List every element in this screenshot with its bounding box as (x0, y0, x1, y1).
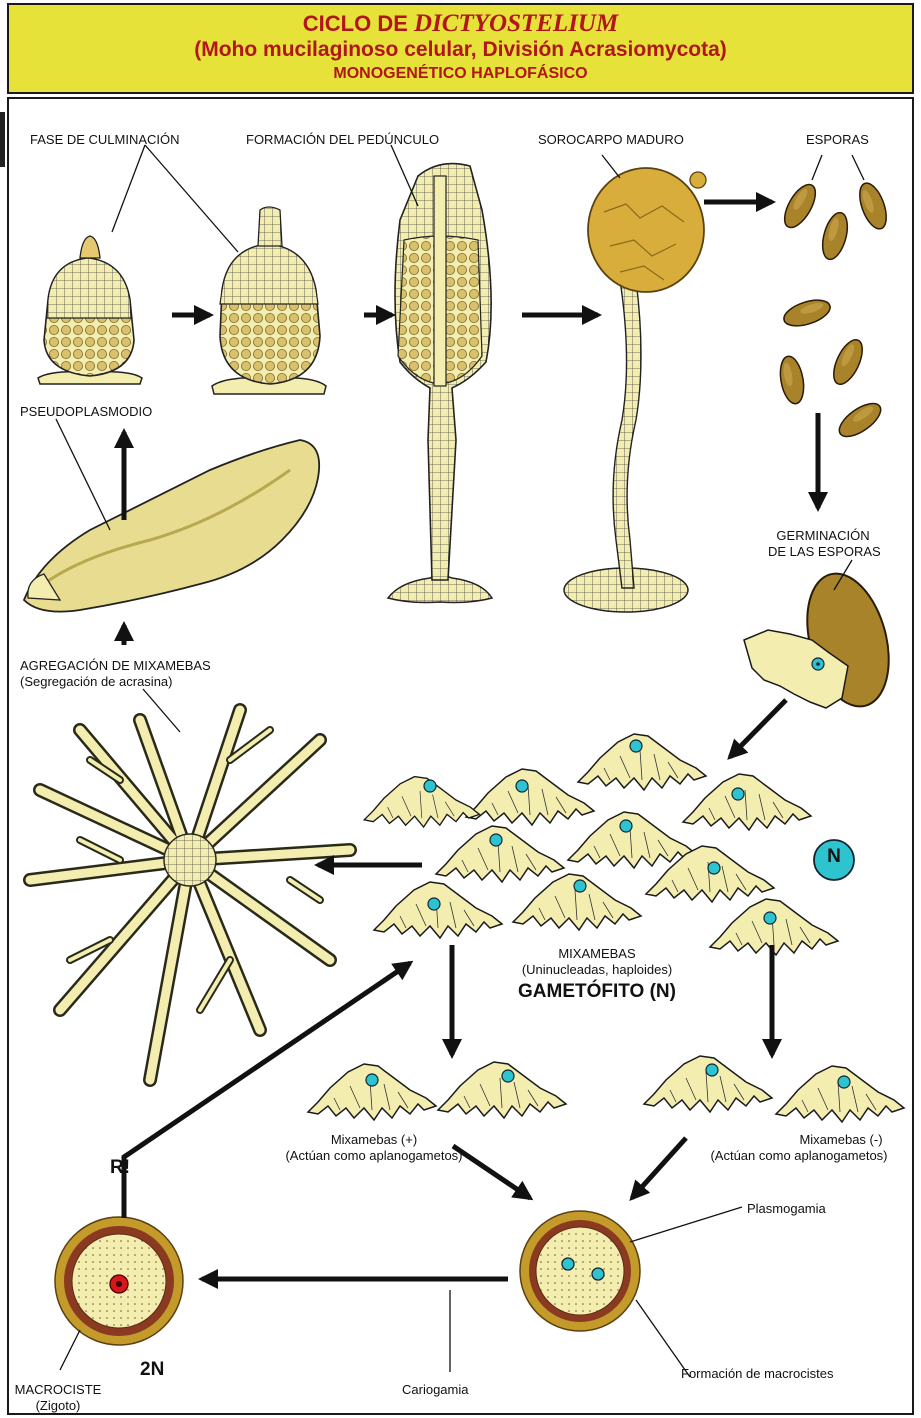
label-aggregation-note: (Segregación de acrasina) (20, 674, 172, 689)
germinating-spore (744, 564, 902, 715)
spores-group (777, 180, 892, 443)
label-2n: 2N (140, 1362, 164, 1377)
label-myx-minus-note: (Actúan como aplanogametos) (692, 1148, 906, 1163)
label-macrocyst: MACROCISTE (14, 1382, 102, 1397)
aggregation-branches (30, 710, 350, 1080)
label-pseudoplasmodium: PSEUDOPLASMODIO (20, 404, 152, 419)
label-spores: ESPORAS (806, 132, 869, 147)
pseudoplasmodium-slug (24, 440, 319, 612)
n-badge-label: N (814, 849, 854, 864)
peduncle-formation (388, 164, 492, 603)
culmination-stage-2 (212, 207, 326, 394)
label-myx-minus: Mixamebas (-) (776, 1132, 906, 1147)
label-aggregation: AGREGACIÓN DE MIXAMEBAS (20, 658, 211, 673)
label-zygote: (Zigoto) (14, 1398, 102, 1413)
culmination-stage-1 (38, 236, 142, 384)
zygote-macrocyst (55, 1217, 183, 1345)
label-meiosis: R! (110, 1160, 130, 1175)
label-myxamoebae: MIXAMEBAS (520, 946, 674, 961)
label-sorocarp: SOROCARPO MADURO (538, 132, 684, 147)
myxamoebae-minus (644, 1056, 904, 1122)
label-myxamoebae-note: (Uninucleadas, haploides) (510, 962, 684, 977)
label-peduncle: FORMACIÓN DEL PEDÚNCULO (246, 132, 439, 147)
mature-sorocarp (564, 168, 706, 612)
label-plasmogamy: Plasmogamia (747, 1201, 826, 1216)
label-gametophyte: GAMETÓFITO (N) (480, 984, 714, 999)
label-karyogamy: Cariogamia (402, 1382, 468, 1397)
label-germination-1: GERMINACIÓN (768, 528, 878, 543)
myxamoebae-plus (308, 1062, 566, 1120)
label-myx-plus-note: (Actúan como aplanogametos) (268, 1148, 480, 1163)
label-macrocyst-formation: Formación de macrocistes (681, 1366, 833, 1381)
label-culmination: FASE DE CULMINACIÓN (30, 132, 180, 147)
label-germination-2: DE LAS ESPORAS (768, 544, 878, 559)
label-myx-plus: Mixamebas (+) (326, 1132, 422, 1147)
plasmogamy-macrocyst (520, 1211, 640, 1331)
